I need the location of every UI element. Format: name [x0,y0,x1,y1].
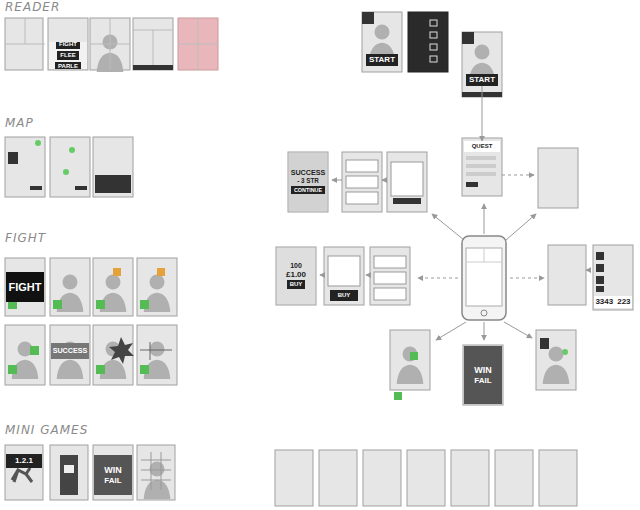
screen-text: START [369,55,395,64]
screen-outline [538,148,578,208]
screen-outline [93,137,133,197]
screen-outline [342,152,382,212]
screen-text: SUCCESS [291,169,326,177]
screen-outline [50,137,90,197]
screen-text: 3343 [595,297,613,306]
screen-text: FIGHT [9,281,42,294]
flow-arrow [482,86,483,141]
screen-panel: SUCCESS- 3 STR CONTINUE [289,153,328,211]
screen-text: FAIL [474,376,491,385]
screen-text: SUCCESS [53,347,88,355]
screen-text: FAIL [104,476,121,485]
button-label: BUY [287,280,306,289]
screen-outline [288,152,328,212]
screen-outline [133,18,173,70]
screen-outline [407,450,445,506]
screen-panel: QUEST [464,141,500,152]
screen-outline [370,247,410,305]
screen-outline [363,450,401,506]
screen-panel: SUCCESS [51,343,90,359]
screen-panel: 3343 223 [594,296,632,308]
screen-text: WIN [104,465,122,475]
screen-outline [536,330,576,390]
screen-outline [137,258,177,316]
screen-outline [50,325,90,385]
screen-panel: START [366,54,398,66]
person-silhouette [543,347,570,385]
screen-text: 223 [617,297,630,306]
screen-outline [539,450,577,506]
screen-outline [5,445,43,500]
person-silhouette [397,347,424,385]
screen-outline [48,18,88,70]
screen-outline [593,245,633,310]
screen-outline [324,247,364,305]
screen-panel: 100£1.00BUY [277,248,315,304]
screen-panel: FIGHT FLEE PARLE [49,42,87,69]
screen-text: BUY [338,292,351,299]
screen-outline [319,450,357,506]
screen-text: 100 [290,262,302,270]
screen-text: - 3 STR [297,177,319,184]
section-heading: MINI GAMES [5,423,88,437]
screen-text: START [469,75,495,84]
screen-outline [362,12,402,72]
screen-outline [5,325,45,385]
button-label: FIGHT [56,42,80,49]
button-label: FLEE [57,51,78,60]
section-heading: MAP [5,116,34,130]
screen-panel: FIGHT [6,272,44,302]
screen-outline [137,445,175,500]
screen-outline [390,330,430,390]
screen-outline [93,445,133,500]
screen-outline [137,325,177,385]
section-heading: READER [5,0,60,14]
screen-text: 1.2.1 [15,456,33,465]
screen-outline [276,247,316,305]
screen-outline [548,245,586,305]
screen-outline [463,345,503,405]
screen-panel: START [466,74,498,86]
screen-panel: WINFAIL [464,346,502,404]
screen-outline [90,18,130,70]
screen-outline [5,258,45,316]
screen-outline [93,325,133,385]
screen-text: WIN [474,365,492,375]
screen-outline [50,445,88,500]
screen-panel: 1.2.1 [6,454,42,468]
screen-text: £1.00 [286,270,306,279]
screen-outline [495,450,533,506]
screen-outline [93,258,133,316]
screen-panel: WINFAIL [94,455,132,495]
screen-outline [275,450,313,506]
screen-text: QUEST [472,143,493,150]
button-label: CONTINUE [291,186,325,194]
screen-outline [462,138,502,196]
section-heading: FIGHT [5,231,46,245]
screen-panel: BUY [330,290,358,301]
screen-outline [387,152,427,212]
button-label: PARLE [55,62,81,69]
screen-outline [5,137,45,197]
screen-outline [50,258,90,316]
screen-outline [451,450,489,506]
